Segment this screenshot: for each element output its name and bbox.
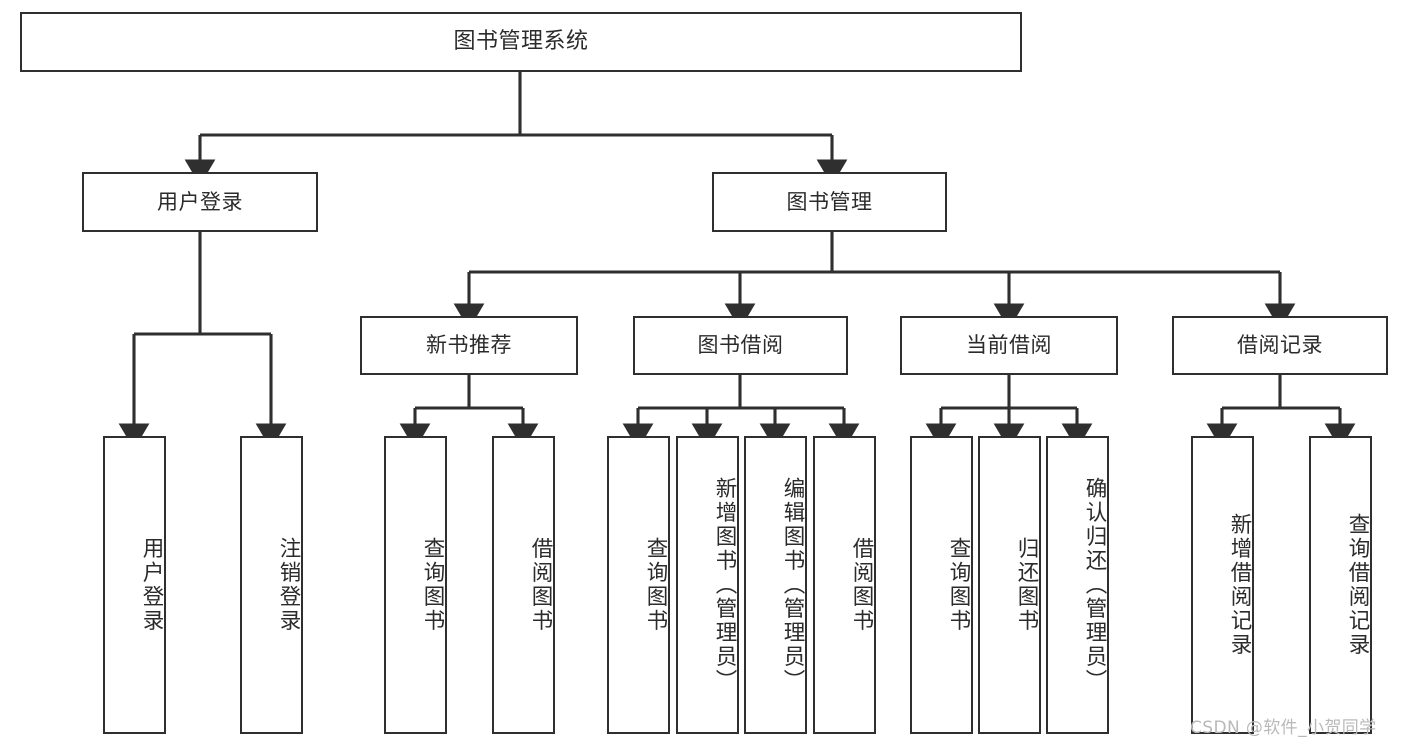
node-root-system[interactable]: 图书管理系统 — [20, 12, 1022, 72]
node-label: 新增借阅记录 — [1227, 513, 1252, 657]
leaf-user-login[interactable]: 用户登录 — [103, 436, 166, 734]
leaf-query-book-current[interactable]: 查询图书 — [910, 436, 973, 734]
leaf-borrow-book[interactable]: 借阅图书 — [813, 436, 876, 734]
node-label: 借阅图书 — [528, 537, 553, 633]
leaf-edit-book-admin[interactable]: 编辑图书（管理员） — [744, 436, 807, 734]
node-label: 用户登录 — [139, 537, 164, 633]
node-label: 图书管理 — [786, 189, 873, 214]
node-label: 归还图书 — [1014, 537, 1039, 633]
node-label: 查询图书 — [946, 537, 971, 633]
node-label: 查询图书 — [420, 537, 445, 633]
leaf-confirm-return-admin[interactable]: 确认归还（管理员） — [1046, 436, 1109, 734]
leaf-add-book-admin[interactable]: 新增图书（管理员） — [676, 436, 739, 734]
node-label: 新增图书（管理员） — [712, 477, 737, 693]
node-current-borrow[interactable]: 当前借阅 — [900, 316, 1118, 375]
leaf-query-book-borrow[interactable]: 查询图书 — [607, 436, 670, 734]
node-label: 编辑图书（管理员） — [780, 477, 805, 693]
node-label: 借阅记录 — [1237, 333, 1323, 358]
csdn-watermark: CSDN @软件_小贺同学 — [1190, 718, 1377, 738]
leaf-return-book[interactable]: 归还图书 — [978, 436, 1041, 734]
node-label: 确认归还（管理员） — [1082, 477, 1107, 693]
node-label: 用户登录 — [157, 189, 243, 214]
leaf-query-borrow-record[interactable]: 查询借阅记录 — [1309, 436, 1372, 734]
node-book-management[interactable]: 图书管理 — [712, 172, 947, 232]
node-label: 借阅图书 — [849, 537, 874, 633]
leaf-add-borrow-record[interactable]: 新增借阅记录 — [1191, 436, 1254, 734]
node-user-login[interactable]: 用户登录 — [82, 172, 318, 232]
node-new-book-recommend[interactable]: 新书推荐 — [360, 316, 578, 375]
leaf-query-book-recommend[interactable]: 查询图书 — [384, 436, 447, 734]
leaf-borrow-book-recommend[interactable]: 借阅图书 — [492, 436, 555, 734]
node-label: 新书推荐 — [426, 333, 512, 358]
node-label: 查询图书 — [643, 537, 668, 633]
node-book-borrow[interactable]: 图书借阅 — [633, 316, 848, 375]
leaf-logout[interactable]: 注销登录 — [240, 436, 303, 734]
node-label: 查询借阅记录 — [1345, 513, 1370, 657]
node-label: 图书借阅 — [697, 333, 784, 358]
node-label: 当前借阅 — [966, 333, 1052, 358]
node-borrow-record[interactable]: 借阅记录 — [1172, 316, 1388, 375]
node-label: 图书管理系统 — [453, 29, 589, 55]
node-label: 注销登录 — [276, 537, 301, 633]
